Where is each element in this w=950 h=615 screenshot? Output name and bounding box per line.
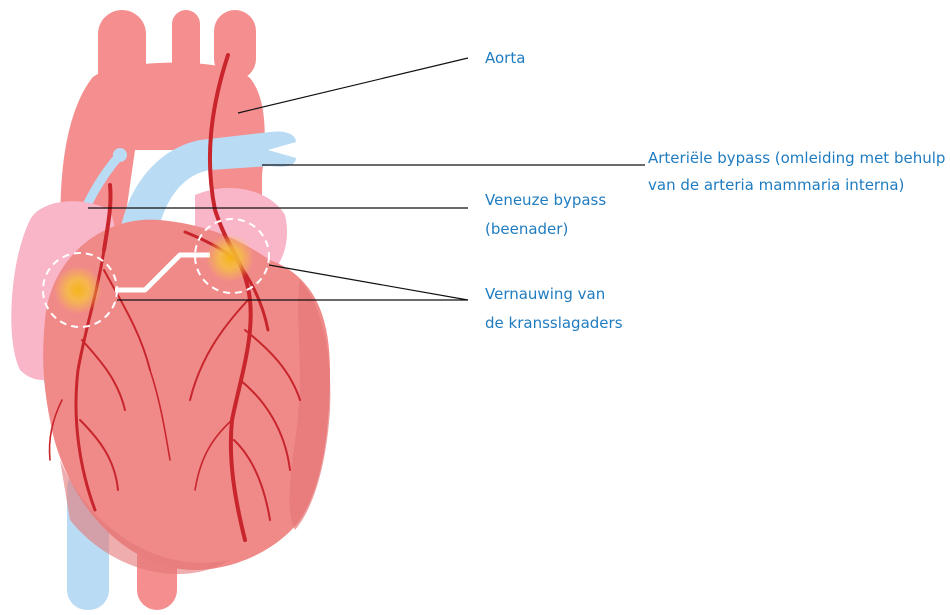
label-aorta: Aorta	[485, 49, 525, 67]
stenosis-glow-right	[54, 266, 102, 314]
stenosis-glow-left	[206, 234, 254, 282]
label-venous-bypass-line1: Veneuze bypass	[485, 191, 606, 209]
label-stenosis-line2: de kransslagaders	[485, 314, 623, 332]
leader-line-aorta	[238, 58, 468, 113]
label-arterial-bypass-line1: Arteriële bypass (omleiding met behulp	[648, 149, 945, 167]
label-stenosis-line1: Vernauwing van	[485, 285, 605, 303]
label-arterial-bypass-line2: van de arteria mammaria interna)	[648, 176, 904, 194]
label-venous-bypass-line2: (beenader)	[485, 220, 568, 238]
graft-origin	[113, 148, 127, 162]
